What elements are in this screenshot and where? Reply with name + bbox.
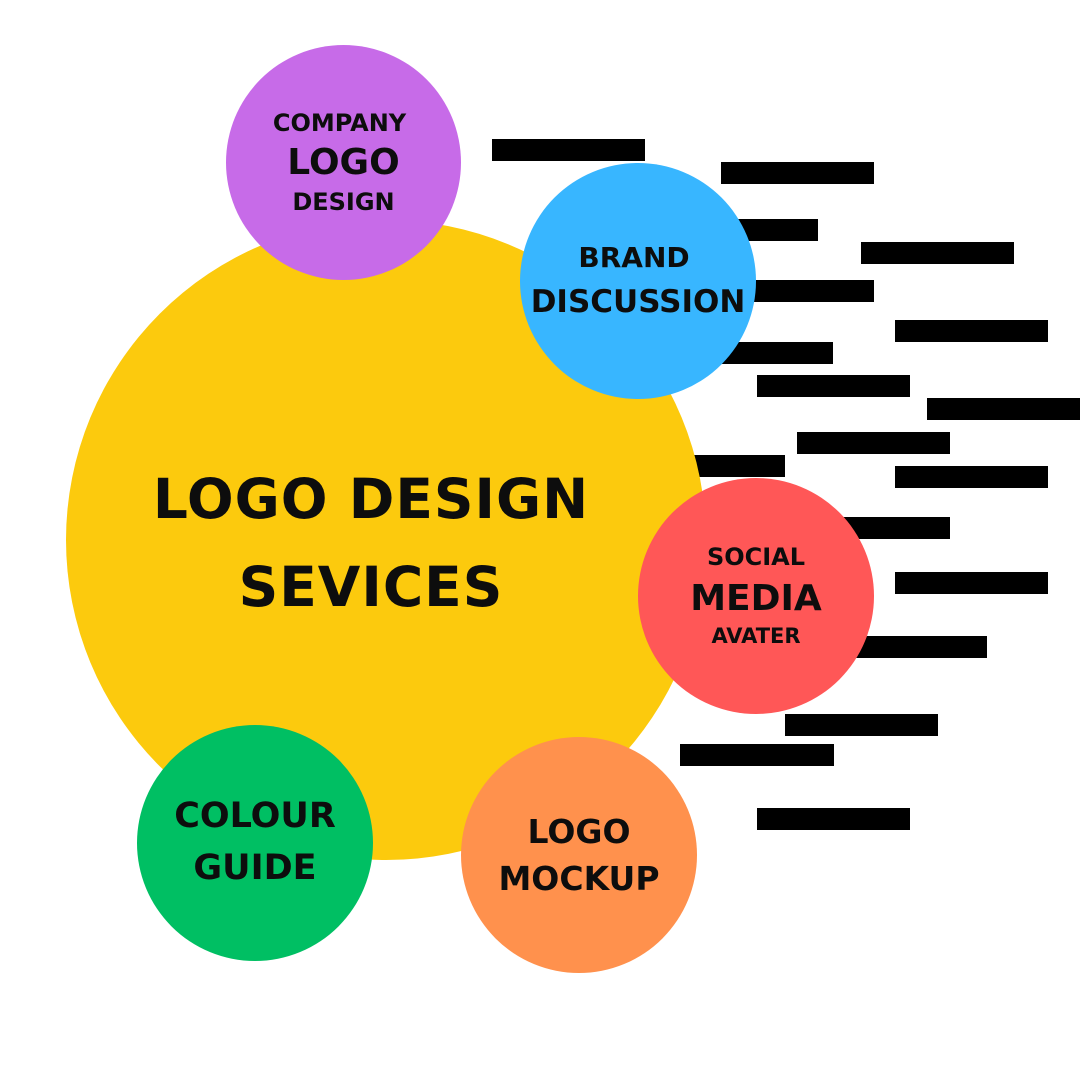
company-label-line-2: LOGO bbox=[287, 142, 400, 183]
colour-label-line-1: COLOUR bbox=[174, 796, 336, 837]
decorative-bar bbox=[895, 320, 1048, 342]
decorative-bar bbox=[757, 808, 910, 830]
decorative-bar bbox=[861, 242, 1014, 264]
social-label-line-3: AVATER bbox=[711, 624, 801, 649]
brand-label-line-1: BRAND bbox=[578, 241, 690, 275]
decorative-bar bbox=[757, 375, 910, 397]
brand-discussion-circle: BRAND DISCUSSION bbox=[520, 163, 756, 399]
decorative-bar bbox=[492, 139, 645, 161]
mockup-label-line-1: LOGO bbox=[527, 811, 631, 851]
main-title-line-1: LOGO DESIGN bbox=[152, 467, 590, 531]
social-label-line-2: MEDIA bbox=[690, 578, 822, 620]
decorative-bar bbox=[721, 162, 874, 184]
decorative-bar bbox=[927, 398, 1080, 420]
decorative-bar bbox=[895, 466, 1048, 488]
decorative-bar bbox=[833, 636, 987, 658]
decorative-bar bbox=[797, 432, 950, 454]
social-label-line-1: SOCIAL bbox=[706, 543, 806, 572]
decorative-bar bbox=[720, 280, 874, 302]
company-logo-design-circle: COMPANY LOGO DESIGN bbox=[226, 45, 461, 280]
decorative-bar bbox=[785, 714, 938, 736]
colour-guide-circle: COLOUR GUIDE bbox=[137, 725, 373, 961]
colour-label-line-2: GUIDE bbox=[193, 848, 317, 888]
decorative-bar bbox=[895, 572, 1048, 594]
decorative-bar bbox=[690, 455, 785, 477]
mockup-label-line-2: MOCKUP bbox=[498, 859, 660, 898]
company-label-line-3: DESIGN bbox=[292, 188, 395, 216]
main-title: LOGO DESIGN SEVICES bbox=[153, 455, 589, 631]
company-label-line-1: COMPANY bbox=[272, 109, 407, 137]
brand-label-line-2: DISCUSSION bbox=[530, 284, 746, 321]
logo-mockup-circle: LOGO MOCKUP bbox=[461, 737, 697, 973]
main-title-line-2: SEVICES bbox=[238, 555, 504, 619]
decorative-bar bbox=[680, 744, 834, 766]
social-media-avater-circle: SOCIAL MEDIA AVATER bbox=[638, 478, 874, 714]
